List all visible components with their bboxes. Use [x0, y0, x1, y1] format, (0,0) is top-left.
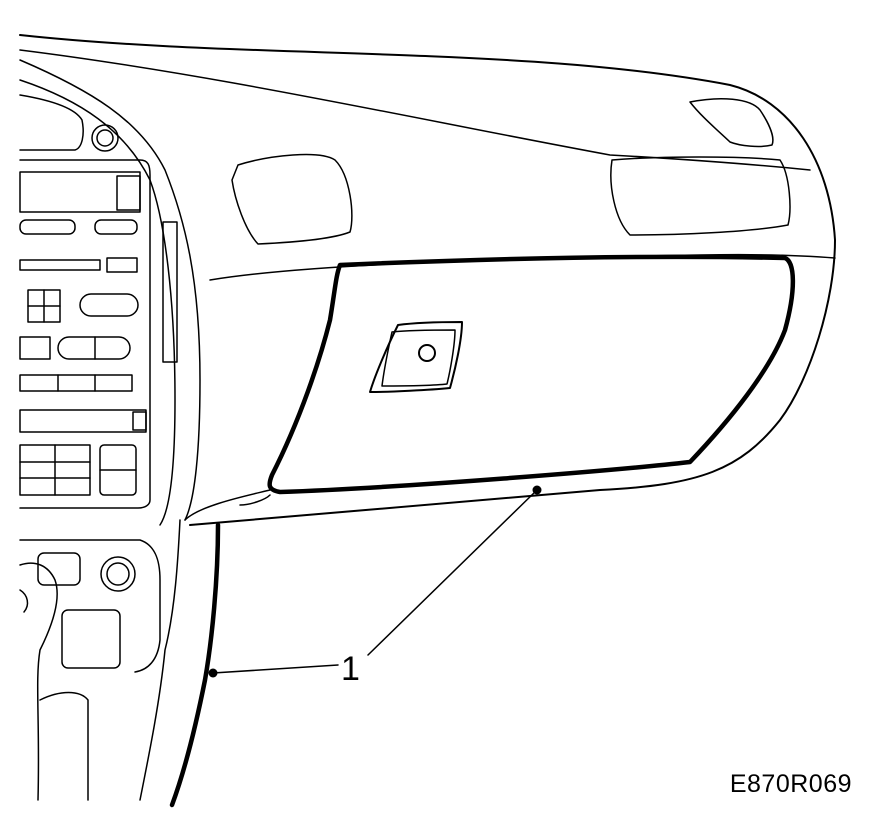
center-console	[19, 94, 178, 509]
callout-dot-glovebox	[532, 485, 542, 495]
callout-1: 1	[208, 485, 542, 688]
dashboard-outline	[19, 34, 836, 526]
reference-code: E870R069	[730, 770, 852, 798]
callout-label-1: 1	[341, 650, 360, 688]
lower-console	[19, 539, 161, 801]
air-vent-center	[231, 153, 353, 245]
defrost-vent	[689, 97, 774, 148]
callout-dot-lower-trim	[208, 668, 218, 678]
air-vent-right	[610, 156, 791, 236]
latch-lock-icon	[418, 344, 436, 362]
glovebox-latch	[369, 321, 463, 393]
lower-trim-panel	[139, 519, 221, 808]
glovebox-lid	[239, 254, 796, 506]
